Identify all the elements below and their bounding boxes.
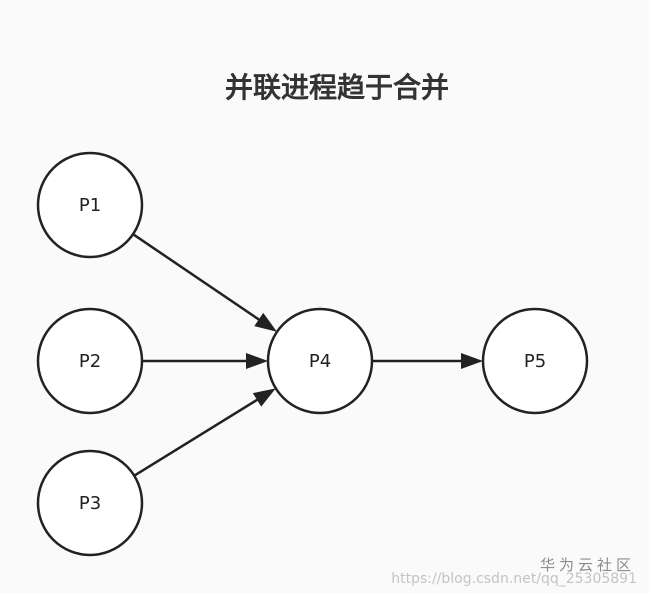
edge-p3-p4	[133, 388, 276, 477]
node-label: P2	[79, 351, 101, 372]
node-p1: P1	[36, 151, 144, 259]
node-label: P3	[79, 493, 101, 514]
diagram-title: 并联进程趋于合并	[225, 71, 449, 104]
watermark-url: https://blog.csdn.net/qq_25305891	[391, 571, 637, 587]
watermark-brand: 华为云社区	[539, 556, 635, 574]
node-p3: P3	[36, 449, 144, 557]
node-circle	[266, 307, 374, 415]
edge-line	[133, 397, 260, 477]
edge-line	[132, 233, 262, 322]
edge-p4-p5	[372, 353, 483, 369]
node-p4: P4	[266, 307, 374, 415]
edge-p2-p4	[142, 353, 268, 369]
arrowhead-icon	[254, 312, 277, 332]
node-circle	[36, 449, 144, 557]
node-circle	[36, 151, 144, 259]
node-label: P4	[309, 351, 331, 372]
node-label: P5	[524, 351, 546, 372]
edge-p1-p4	[132, 233, 277, 332]
node-circle	[481, 307, 589, 415]
arrowhead-icon	[461, 353, 483, 369]
node-circle	[36, 307, 144, 415]
edges-layer	[132, 233, 483, 477]
arrowhead-icon	[252, 388, 276, 407]
node-p5: P5	[481, 307, 589, 415]
node-p2: P2	[36, 307, 144, 415]
node-label: P1	[79, 195, 101, 216]
arrowhead-icon	[246, 353, 268, 369]
